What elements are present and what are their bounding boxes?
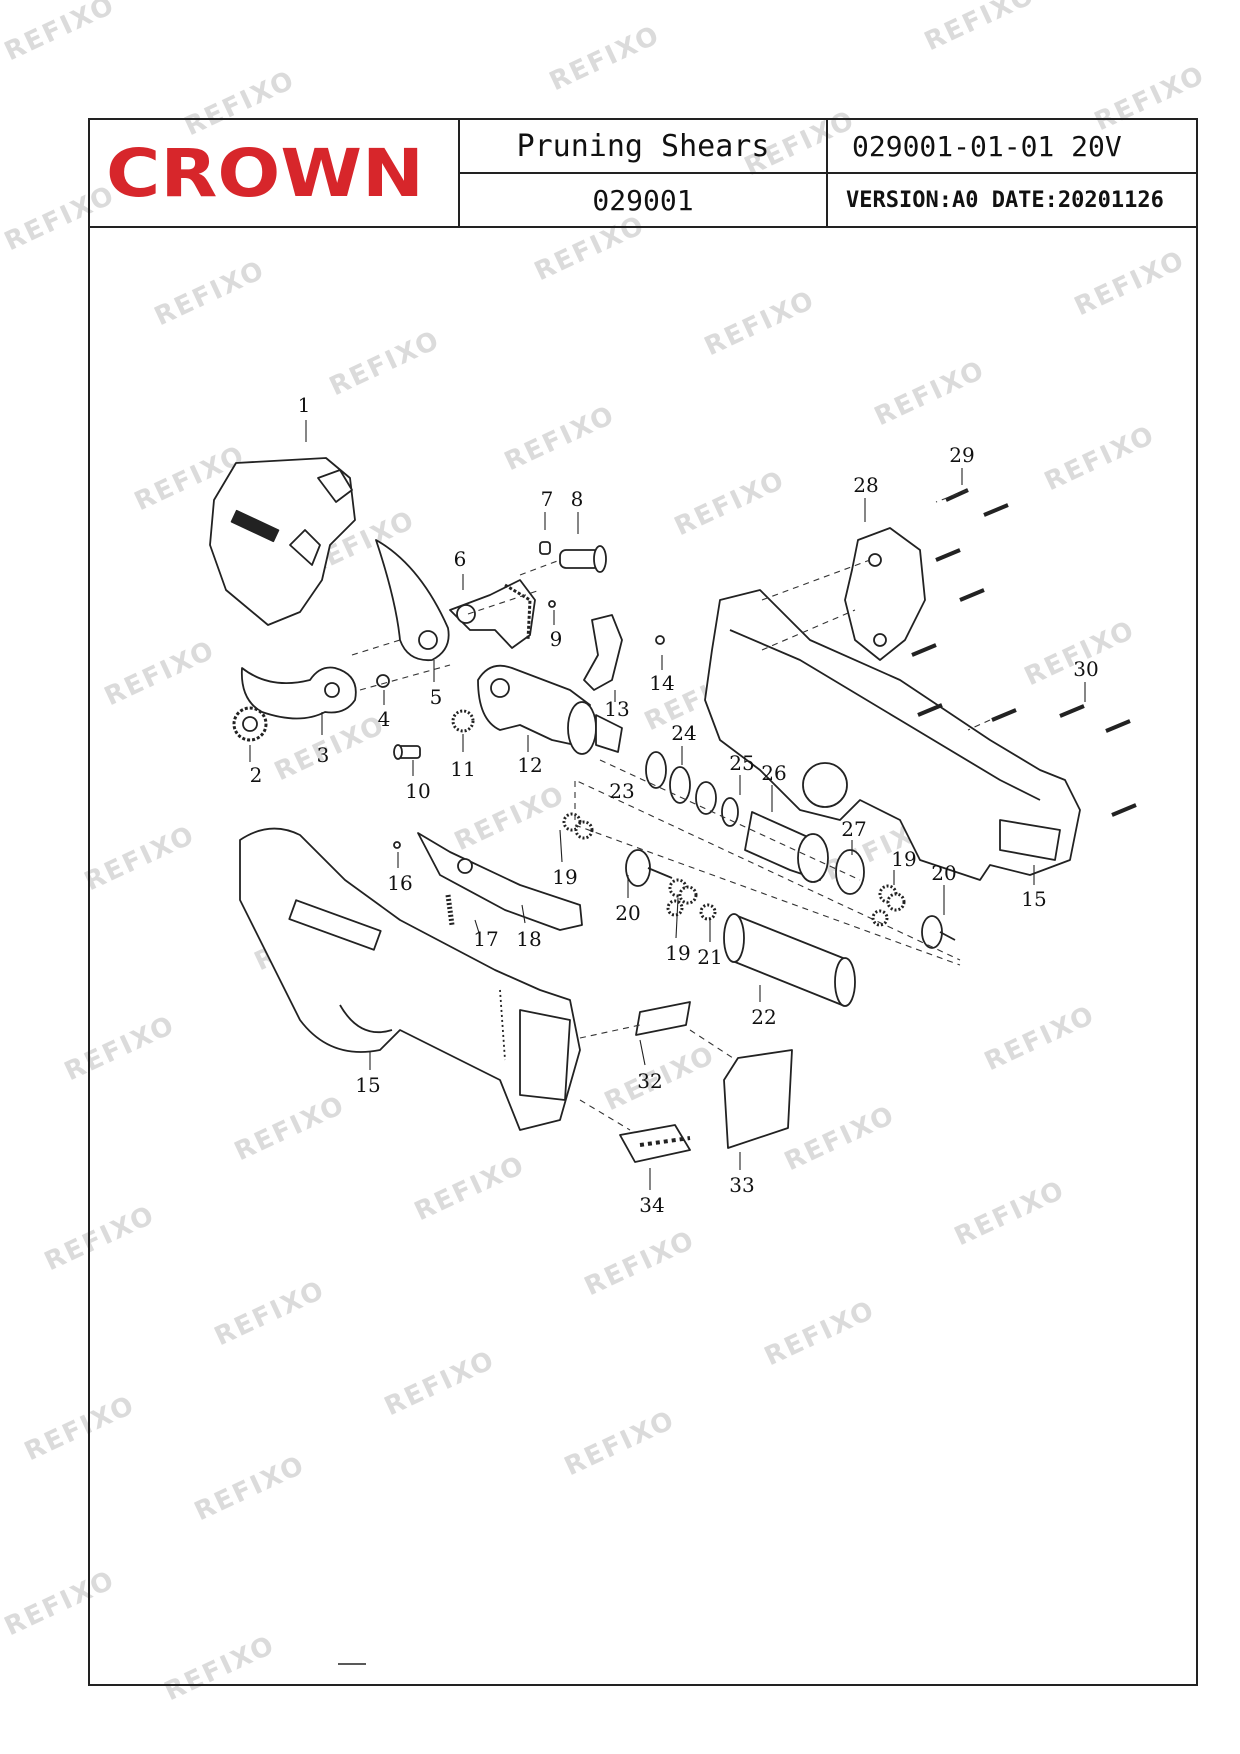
part-small-gear [451,709,475,733]
callout-20-a: 20 [615,901,640,925]
part-pin [539,541,551,555]
part-shaft-pin [559,545,607,573]
callout-15-right: 15 [1021,887,1046,911]
callout-1: 1 [298,393,311,417]
part-spring [445,894,455,926]
callout-11: 11 [450,757,475,781]
part-bearing [669,766,691,804]
part-terminal-block [619,1124,691,1163]
document-code: 029001-01-01 20V [852,129,1122,163]
part-housing-right [704,589,1081,881]
callout-19-a: 19 [552,865,577,889]
callout-30: 30 [1073,657,1098,681]
part-gear-carrier [921,915,956,949]
callout-25: 25 [729,751,754,775]
callout-10: 10 [405,779,430,803]
callout-16: 16 [387,871,412,895]
divider [458,172,1196,174]
callout-26: 26 [761,761,786,785]
part-motor-sleeve [744,811,829,883]
callout-18: 18 [516,927,541,951]
part-washer [376,674,390,688]
callout-23: 23 [609,779,634,803]
part-bracket [583,614,623,691]
part-small-pin [548,600,556,608]
callout-19-b: 19 [665,941,690,965]
part-pin-small [393,841,401,849]
callout-19-c: 19 [891,847,916,871]
callout-34: 34 [639,1193,664,1217]
brand-name: CROWN [106,136,424,208]
callout-33: 33 [729,1173,754,1197]
callout-13: 13 [604,697,629,721]
assembly-lines [351,489,991,1131]
part-cover-plate [844,527,926,661]
callout-2: 2 [250,763,263,787]
part-screw [655,635,665,645]
callout-21: 21 [697,945,722,969]
callout-27: 27 [841,817,866,841]
part-gear-sector [449,579,536,649]
part-gear-housing [477,664,623,755]
part-gear-carrier [625,849,673,887]
callout-28: 28 [853,473,878,497]
part-bolt [393,744,421,760]
part-blade-cover [209,457,356,626]
drawing-frame: CROWN Pruning Shears 029001 029001-01-01… [88,118,1198,1686]
callout-6: 6 [454,547,467,571]
callout-8: 8 [571,487,584,511]
callout-20-b: 20 [931,861,956,885]
callout-14: 14 [649,671,674,695]
callout-3: 3 [317,743,330,767]
callout-29: 29 [949,443,974,467]
title-block: CROWN Pruning Shears 029001 029001-01-01… [90,120,1196,228]
part-ring [695,781,717,815]
part-cover-panel [723,1049,793,1149]
callout-4: 4 [378,707,391,731]
model-number: 029001 [592,183,694,217]
callout-12: 12 [517,753,542,777]
crown-logo: CROWN [106,136,424,208]
part-board [635,1001,691,1036]
part-motor [723,913,856,1007]
part-bearing [645,751,667,789]
part-housing-left [239,827,581,1131]
part-upper-blade [375,539,450,662]
callout-15-left: 15 [355,1073,380,1097]
product-name: Pruning Shears [516,128,770,164]
version-date: VERSION:A0 DATE:20201126 [846,187,1164,213]
planetary-gears [562,812,906,927]
callout-9: 9 [550,627,563,651]
part-circlip [721,797,739,827]
callout-24: 24 [671,721,696,745]
callout-7: 7 [541,487,554,511]
leader-lines [249,420,1086,1190]
callout-5: 5 [430,685,443,709]
callout-22: 22 [751,1005,776,1029]
callout-17: 17 [473,927,498,951]
callout-32: 32 [637,1069,662,1093]
part-end-cap [835,849,865,895]
part-trigger [417,832,583,931]
